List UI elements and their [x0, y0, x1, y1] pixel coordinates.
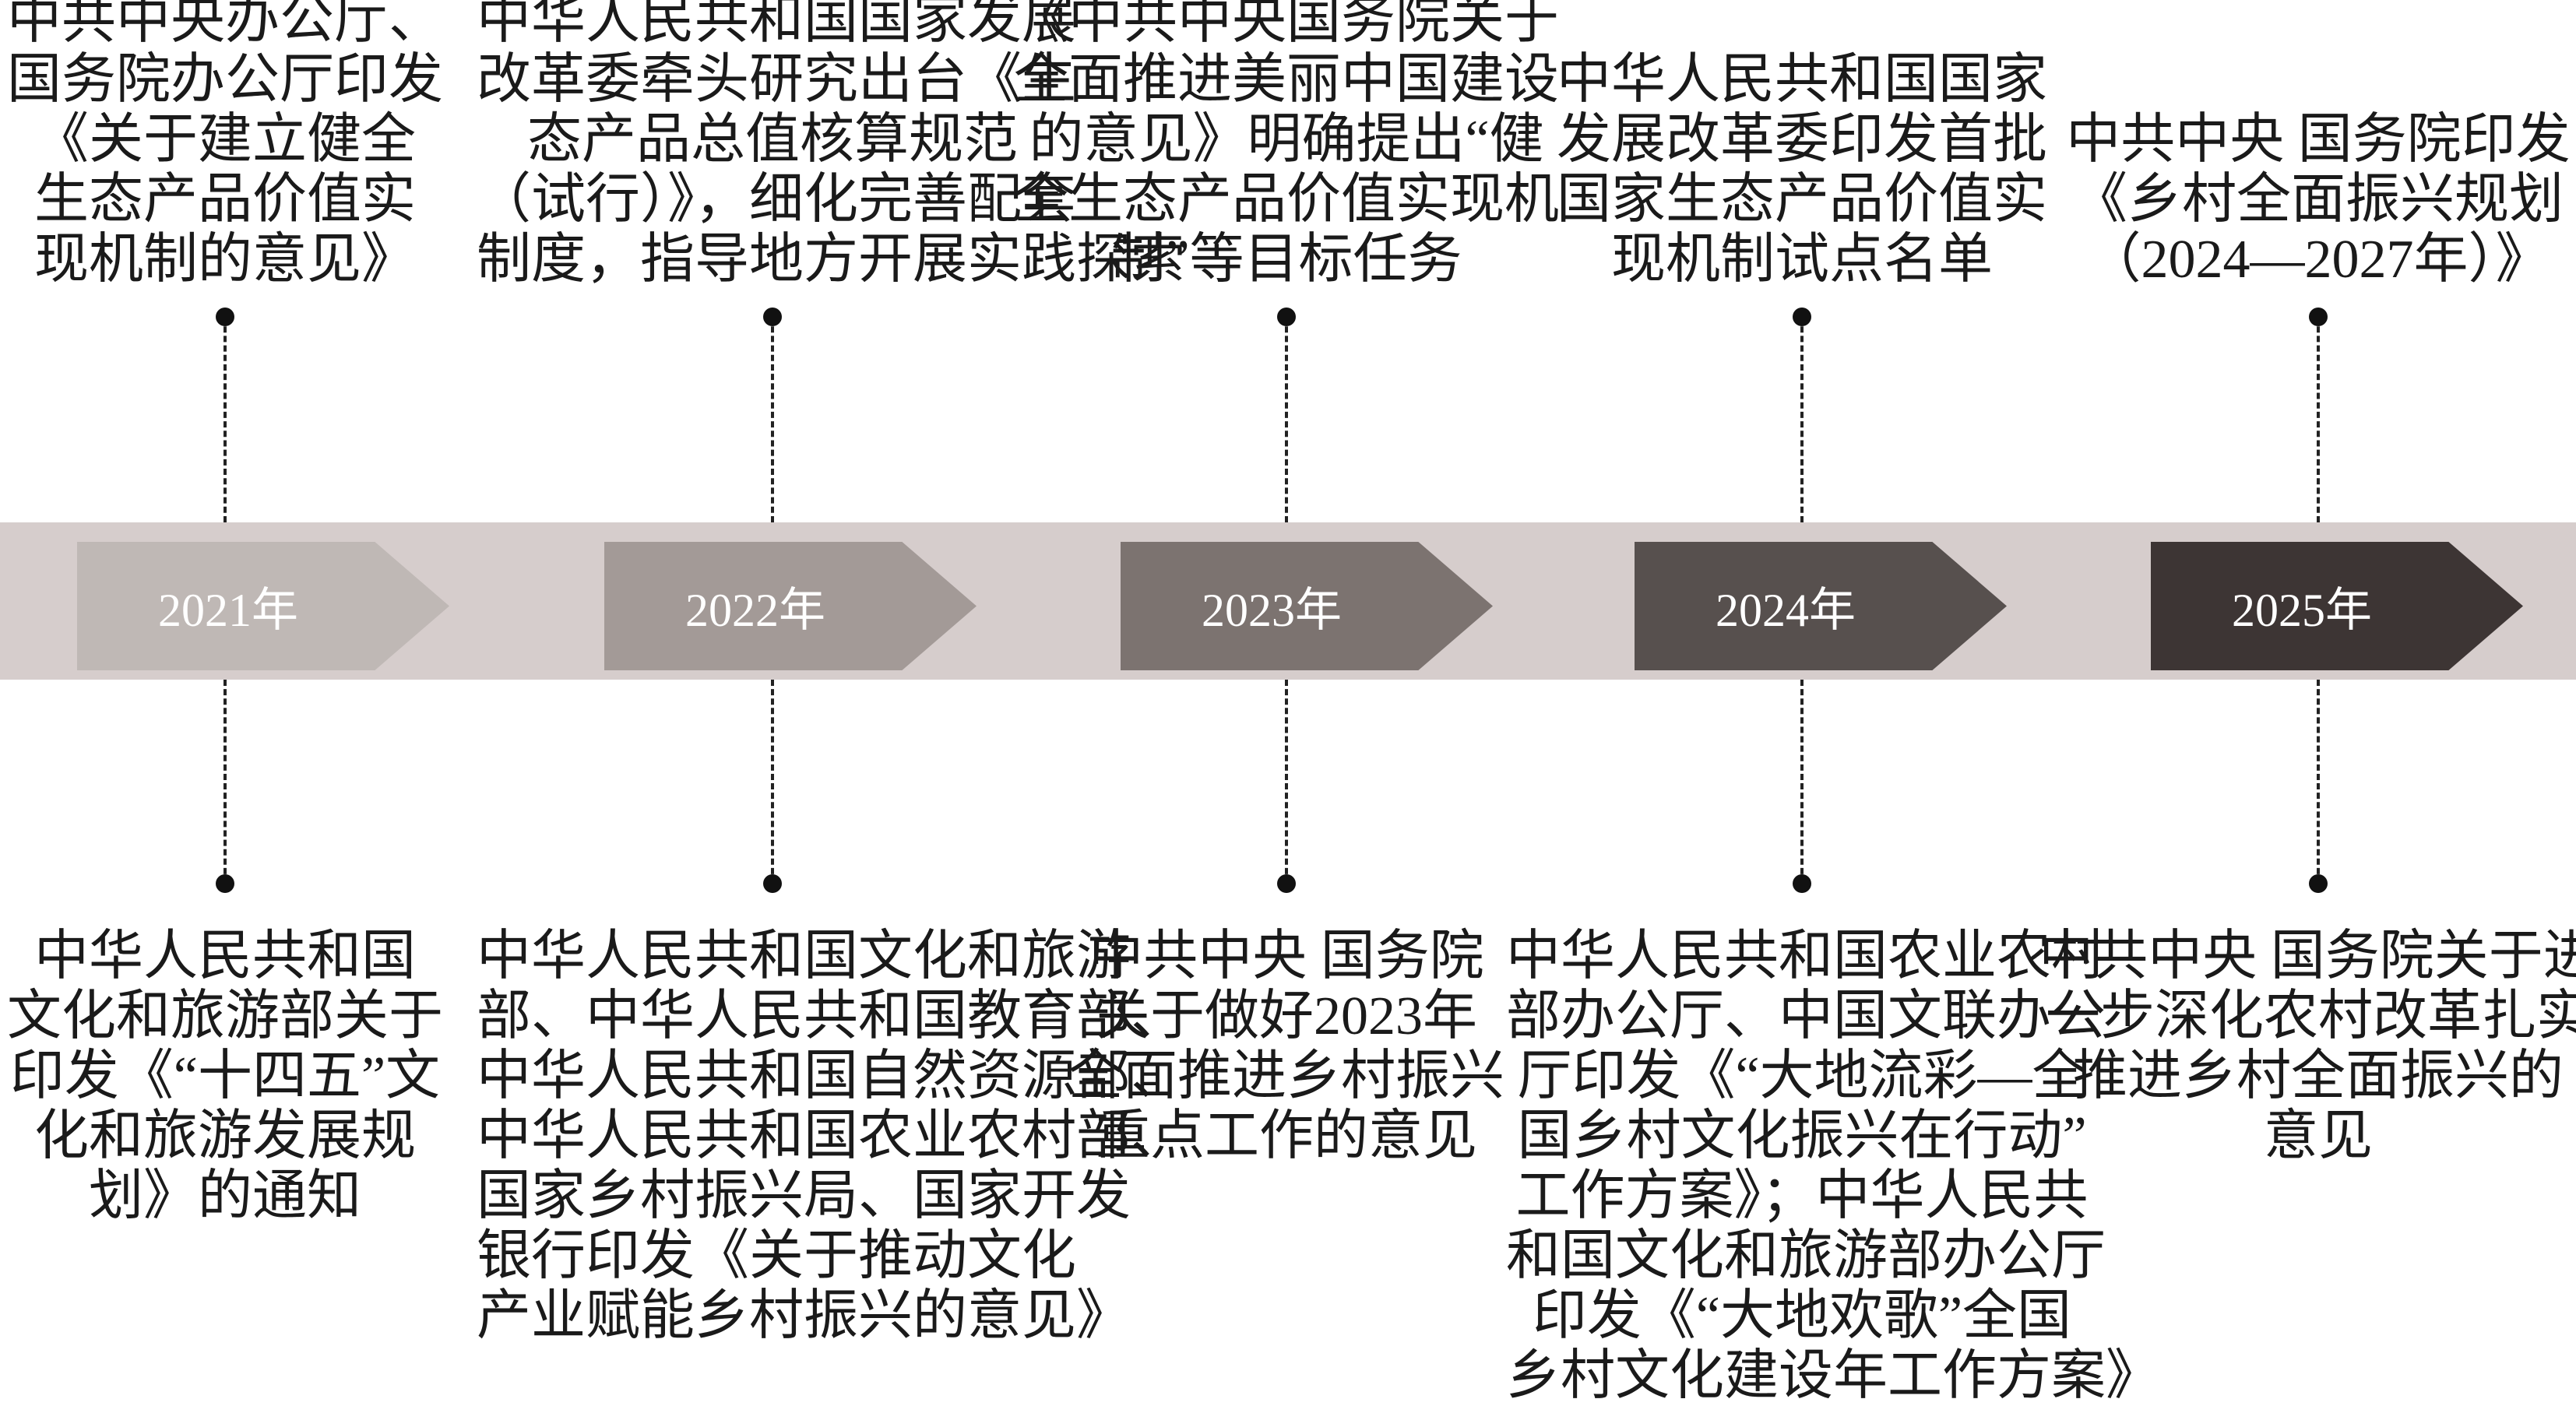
event-line: 一步深化农村改革扎实: [2046, 986, 2576, 1046]
event-line: 中共中央 国务院印发: [2066, 110, 2571, 170]
event-line: 产业赋能乡村振兴的意见》: [477, 1286, 1131, 1346]
event-line: 发展改革委印发首批: [1557, 110, 2047, 170]
event-line: 银行印发《关于推动文化: [477, 1226, 1076, 1286]
event-line: 中华人民共和国: [34, 926, 416, 986]
event-line: 印发《“大地欢歌”全国: [1532, 1286, 2072, 1346]
year-arrow-2: 2023年: [1121, 542, 1493, 670]
dot-marker: [2309, 874, 2328, 893]
year-arrow-1: 2022年: [604, 542, 977, 670]
event-text-bottom: 中华人民共和国文化和旅游部关于印发《“十四五”文化和旅游发展规划》的通知: [0, 926, 521, 1226]
dashed-connector: [1800, 680, 1804, 884]
event-line: 全面推进美丽中国建设: [1014, 50, 1559, 110]
event-line: 关于做好2023年: [1096, 986, 1477, 1046]
event-line: 中共中央 国务院关于进: [2039, 926, 2576, 986]
event-line: 厅印发《“大地流彩—全: [1517, 1046, 2087, 1106]
event-text-bottom: 中华人民共和国文化和旅游部、中华人民共和国教育部、中华人民共和国自然资源部、中华…: [477, 926, 1185, 1346]
event-text-bottom: 中共中央 国务院关于做好2023年全面推进乡村振兴重点工作的意见: [991, 926, 1582, 1166]
dashed-connector: [223, 317, 227, 522]
event-line: 意见: [2264, 1106, 2373, 1166]
event-text-top: 中华人民共和国国家发展改革委印发首批国家生态产品价值实现机制试点名单: [1506, 50, 2098, 290]
dot-marker: [763, 874, 782, 893]
event-line: 部、中华人民共和国教育部、: [477, 986, 1185, 1046]
dashed-connector: [1800, 317, 1804, 522]
event-line: 《关于建立健全: [34, 110, 416, 170]
event-text-top: 中共中央办公厅、国务院办公厅印发《关于建立健全生态产品价值实现机制的意见》: [0, 0, 521, 290]
event-text-bottom: 中华人民共和国农业农村部办公厅、中国文联办公厅印发《“大地流彩—全国乡村文化振兴…: [1506, 926, 2160, 1406]
dashed-connector: [771, 680, 774, 884]
event-line: 部办公厅、中国文联办公: [1506, 986, 2106, 1046]
dashed-connector: [223, 680, 227, 884]
event-line: 乡村文化建设年工作方案》: [1506, 1346, 2160, 1406]
event-line: 生态产品价值实: [34, 170, 416, 230]
event-line: 的意见》明确提出“健: [1029, 110, 1544, 170]
dashed-connector: [2317, 680, 2320, 884]
event-line: 制度，指导地方开展实践探索: [477, 230, 1185, 290]
event-line: 全面推进乡村振兴: [1068, 1046, 1504, 1106]
event-line: 重点工作的意见: [1096, 1106, 1477, 1166]
year-label: 2023年: [1202, 585, 1342, 636]
event-line: 国乡村文化振兴在行动”: [1517, 1106, 2087, 1166]
event-line: （2024—2027年）》: [2086, 230, 2550, 290]
year-label: 2021年: [158, 585, 298, 636]
dot-marker: [1793, 874, 1811, 893]
event-line: 划》的通知: [89, 1166, 361, 1226]
dot-marker: [216, 874, 234, 893]
event-line: 中华人民共和国自然资源部、: [477, 1046, 1185, 1106]
dot-marker: [1277, 308, 1296, 326]
year-label: 2022年: [685, 585, 825, 636]
event-text-top: 《中共中央国务院关于全面推进美丽中国建设的意见》明确提出“健全生态产品价值实现机…: [991, 0, 1582, 290]
event-line: 全生态产品价值实现机: [1014, 170, 1559, 230]
event-line: 态产品总值核算规范: [527, 110, 1018, 170]
year-label: 2024年: [1716, 585, 1856, 636]
dot-marker: [216, 308, 234, 326]
event-line: 中共中央 国务院: [1089, 926, 1484, 986]
event-line: 制”等目标任务: [1110, 230, 1462, 290]
event-line: 《乡村全面振兴规划: [2073, 170, 2564, 230]
dot-marker: [2309, 308, 2328, 326]
event-text-top: 中共中央 国务院印发《乡村全面振兴规划（2024—2027年）》: [2022, 110, 2576, 290]
event-line: 印发《“十四五”文: [9, 1046, 441, 1106]
event-line: 工作方案》；中华人民共: [1515, 1166, 2089, 1226]
dashed-connector: [1285, 317, 1288, 522]
event-line: 中华人民共和国文化和旅游: [477, 926, 1131, 986]
event-line: 中华人民共和国国家发展: [477, 0, 1076, 50]
event-line: 和国文化和旅游部办公厅: [1506, 1226, 2106, 1286]
event-line: 中共中央办公厅、: [7, 0, 443, 50]
event-line: 中华人民共和国农业农村: [1506, 926, 2106, 986]
dot-marker: [1277, 874, 1296, 893]
year-arrow-4: 2025年: [2151, 542, 2523, 670]
event-line: 现机制试点名单: [1611, 230, 1993, 290]
dot-marker: [1793, 308, 1811, 326]
dashed-connector: [2317, 317, 2320, 522]
event-line: 改革委牵头研究出台《生: [477, 50, 1076, 110]
event-text-bottom: 中共中央 国务院关于进一步深化农村改革扎实推进乡村全面振兴的意见: [2022, 926, 2576, 1166]
event-line: 中华人民共和国国家: [1557, 50, 2047, 110]
year-label: 2025年: [2232, 585, 2372, 636]
event-line: 中华人民共和国农业农村部、: [477, 1106, 1185, 1166]
event-text-top: 中华人民共和国国家发展改革委牵头研究出台《生态产品总值核算规范（试行）》，细化完…: [477, 0, 1185, 290]
event-line: 化和旅游发展规: [34, 1106, 416, 1166]
event-line: 文化和旅游部关于: [7, 986, 443, 1046]
event-line: 推进乡村全面振兴的: [2073, 1046, 2564, 1106]
dot-marker: [763, 308, 782, 326]
event-line: 国务院办公厅印发: [7, 50, 443, 110]
year-arrow-0: 2021年: [77, 542, 449, 670]
event-line: （试行）》，细化完善配套: [477, 170, 1076, 230]
event-line: 《中共中央国务院关于: [1014, 0, 1559, 50]
event-line: 国家乡村振兴局、国家开发: [477, 1166, 1131, 1226]
event-line: 国家生态产品价值实: [1557, 170, 2047, 230]
dashed-connector: [1285, 680, 1288, 884]
dashed-connector: [771, 317, 774, 522]
event-line: 现机制的意见》: [34, 230, 416, 290]
year-arrow-3: 2024年: [1635, 542, 2007, 670]
